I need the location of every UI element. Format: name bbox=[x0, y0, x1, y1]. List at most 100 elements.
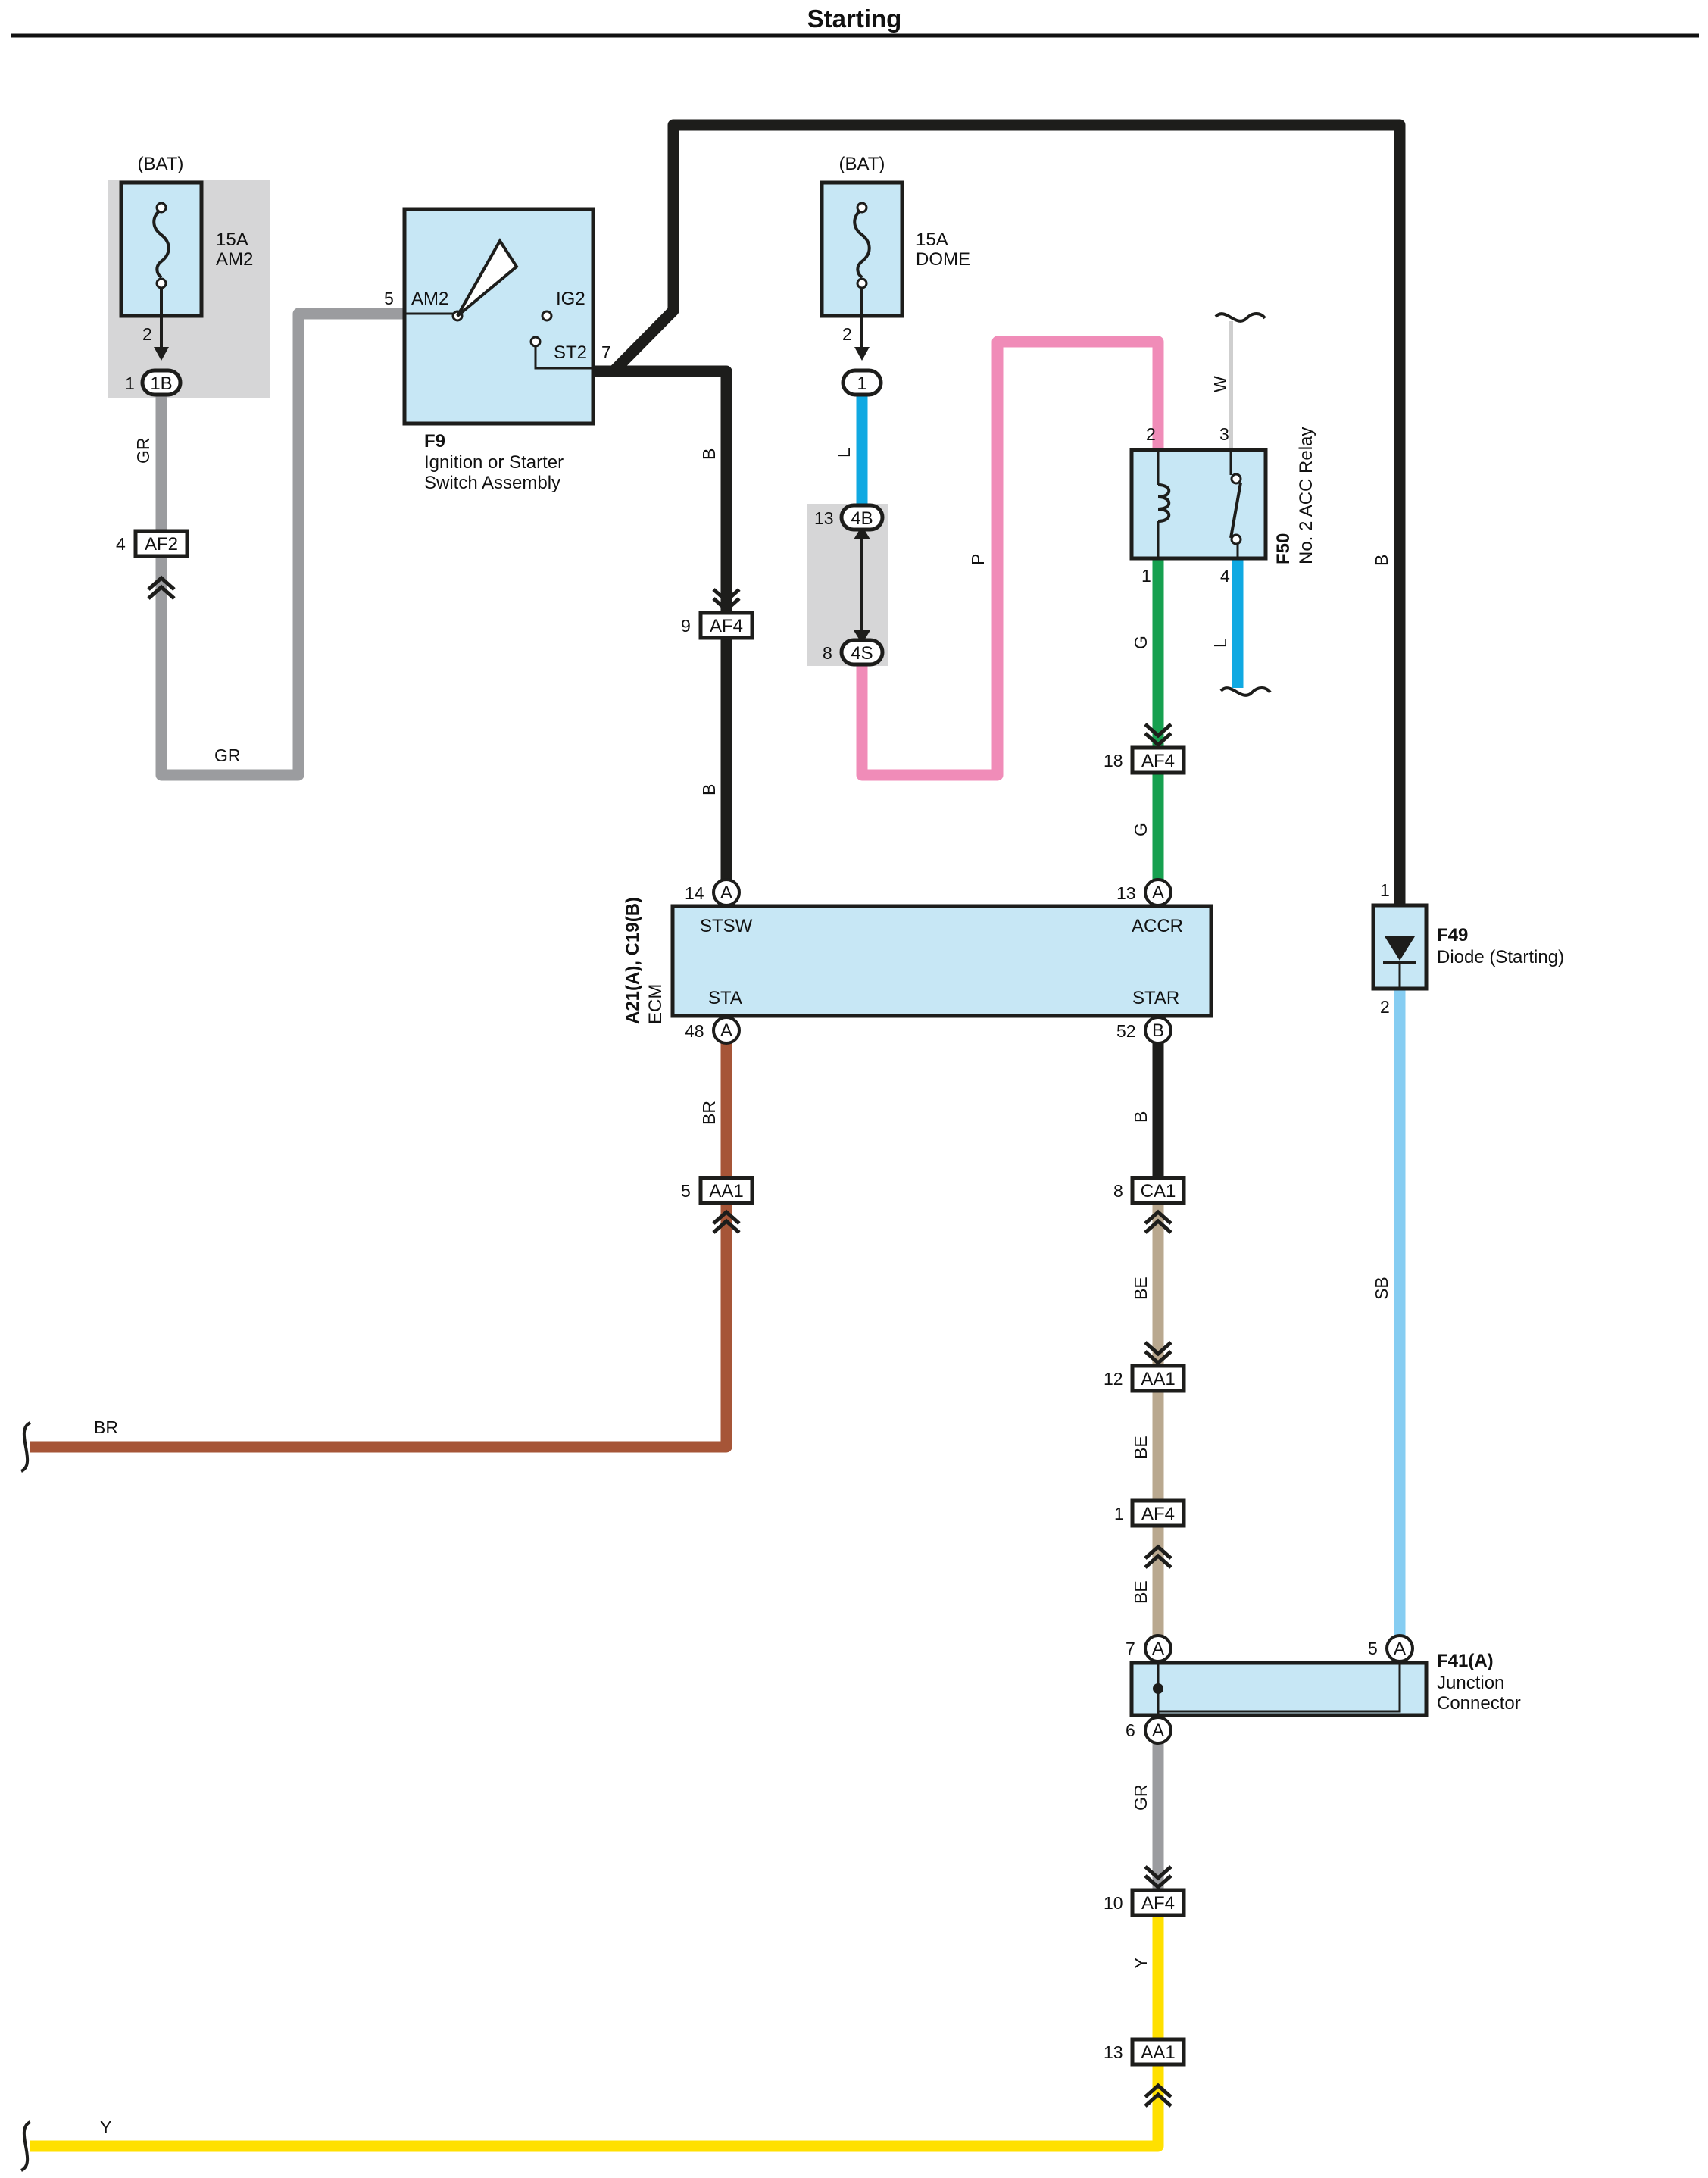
connector-4b: 4B 13 bbox=[814, 503, 885, 644]
wire-label: B bbox=[699, 448, 719, 460]
ecm-term-star: STAR bbox=[1132, 988, 1179, 1008]
f41-pin5-circle bbox=[1385, 1634, 1414, 1663]
svg-text:10: 10 bbox=[1104, 1893, 1123, 1913]
fuse-dome-rating: 15A bbox=[916, 230, 948, 250]
fuse-am2-symbol-icon bbox=[152, 208, 170, 279]
ecm-pin52-conn: B bbox=[1152, 1020, 1164, 1041]
ignition-switch-f9: AM2 IG2 ST2 5 7 F9 Ignition or Starter S… bbox=[384, 207, 611, 493]
f50-id: F50 bbox=[1273, 533, 1294, 564]
svg-text:AA1: AA1 bbox=[1141, 1369, 1175, 1389]
f41-pin6-conn: A bbox=[1152, 1720, 1164, 1741]
ecm-pin13-circle bbox=[1144, 878, 1172, 907]
connector-ca1-8: CA1 8 bbox=[1113, 1176, 1186, 1233]
f50-name: No. 2 ACC Relay bbox=[1296, 427, 1316, 564]
f41-name-line1: Junction bbox=[1437, 1673, 1504, 1693]
arrow-up-icon bbox=[854, 526, 870, 539]
connector-af2: AF2 4 bbox=[116, 529, 189, 598]
fuse-am2-source: (BAT) bbox=[138, 154, 184, 174]
connector-aa1-12: AA1 12 bbox=[1104, 1342, 1186, 1393]
f50-pin3: 3 bbox=[1219, 424, 1229, 444]
svg-text:13: 13 bbox=[814, 508, 834, 528]
switch-contact-icon bbox=[456, 238, 519, 317]
wire-label: G bbox=[1131, 636, 1151, 649]
wire-label: B bbox=[1372, 555, 1391, 566]
page-title: Starting bbox=[807, 5, 902, 33]
f9-name-line1: Ignition or Starter bbox=[424, 452, 564, 473]
ecm-pin13: 13 bbox=[1116, 883, 1136, 903]
f41-name-line2: Connector bbox=[1437, 1693, 1521, 1714]
f9-id: F9 bbox=[424, 431, 445, 452]
svg-text:9: 9 bbox=[681, 616, 691, 636]
ecm-id: A21(A), C19(B) bbox=[623, 897, 643, 1024]
svg-text:AF2: AF2 bbox=[145, 534, 178, 555]
svg-text:AF4: AF4 bbox=[1141, 1504, 1175, 1524]
connector-4s: 4S 8 bbox=[823, 638, 885, 667]
f49-pin1: 1 bbox=[1380, 880, 1390, 900]
wire-label: GR bbox=[133, 438, 153, 464]
svg-text:5: 5 bbox=[681, 1181, 691, 1201]
connector-af4-1: AF4 1 bbox=[1114, 1498, 1186, 1567]
ecm-term-stsw: STSW bbox=[700, 916, 753, 936]
arrow-down-icon bbox=[854, 347, 870, 361]
ecm-term-accr: ACCR bbox=[1132, 916, 1183, 936]
arrow-down-icon bbox=[154, 347, 169, 361]
connector-1b: 1B 1 bbox=[125, 368, 183, 397]
fuse-dome-symbol-icon bbox=[853, 208, 871, 279]
relay-switch-icon bbox=[1229, 482, 1242, 539]
wire-b-st2-stsw bbox=[592, 365, 732, 891]
svg-text:AF4: AF4 bbox=[1141, 751, 1175, 771]
f41-id: F41(A) bbox=[1437, 1651, 1494, 1671]
connector-dome-1: 1 bbox=[841, 368, 883, 397]
f41-pin6-circle bbox=[1144, 1716, 1172, 1745]
ecm-term-sta: STA bbox=[708, 988, 742, 1008]
break-symbol-w bbox=[1214, 312, 1266, 323]
f41-pin6: 6 bbox=[1126, 1720, 1135, 1740]
f9-pin-am2: AM2 bbox=[411, 289, 448, 309]
ecm-pin14-circle bbox=[712, 878, 741, 907]
connector-af4-10: AF4 10 bbox=[1104, 1867, 1186, 1917]
svg-text:12: 12 bbox=[1104, 1369, 1123, 1389]
svg-text:1: 1 bbox=[125, 373, 135, 393]
wire-label: BE bbox=[1131, 1436, 1151, 1459]
svg-text:4: 4 bbox=[116, 534, 126, 554]
wire-y bbox=[30, 1890, 1164, 2152]
fuse-am2-pin: 2 bbox=[142, 324, 152, 344]
f41-pin7-conn: A bbox=[1152, 1639, 1164, 1659]
splice-dot-icon bbox=[1153, 1683, 1163, 1694]
connector-aa1-13: AA1 13 bbox=[1104, 2037, 1186, 2106]
ecm-pin52: 52 bbox=[1116, 1021, 1136, 1041]
connector-af4-18: AF4 18 bbox=[1104, 724, 1186, 775]
fuse-dome-name: DOME bbox=[916, 249, 970, 270]
f49-pin2: 2 bbox=[1380, 997, 1390, 1017]
f41-pin7: 7 bbox=[1126, 1639, 1135, 1658]
fuse-am2-name: AM2 bbox=[216, 249, 253, 270]
ecm-box bbox=[670, 904, 1213, 1018]
wire-p-relay bbox=[856, 336, 1164, 781]
wire-label: W bbox=[1210, 376, 1230, 392]
fuse-dome-pin: 2 bbox=[842, 324, 852, 344]
ecm-unit: STSW ACCR STA STAR A21(A), C19(B) ECM A … bbox=[623, 878, 1213, 1045]
wire-label: BR bbox=[94, 1417, 118, 1437]
junction-connector-f41: A 7 A 5 A 6 F41(A) Junction Connector bbox=[1126, 1634, 1521, 1745]
wire-label: GR bbox=[214, 745, 241, 765]
svg-text:13: 13 bbox=[1104, 2042, 1123, 2062]
connector-aa1-5: AA1 5 bbox=[681, 1176, 754, 1233]
wire-label: GR bbox=[1131, 1785, 1151, 1811]
svg-text:CA1: CA1 bbox=[1141, 1181, 1176, 1201]
diode-symbol-icon bbox=[1385, 936, 1415, 961]
relay-coil-icon bbox=[1157, 483, 1171, 523]
fuse-am2: (BAT) 15A AM2 2 bbox=[119, 154, 253, 361]
f9-name-line2: Switch Assembly bbox=[424, 473, 560, 493]
wire-gr-am2 bbox=[155, 308, 404, 781]
fuse-am2-rating: 15A bbox=[216, 230, 248, 250]
f50-pin1: 1 bbox=[1141, 566, 1151, 586]
svg-text:AA1: AA1 bbox=[1141, 2042, 1175, 2063]
ecm-pin48: 48 bbox=[685, 1021, 704, 1041]
svg-text:18: 18 bbox=[1104, 751, 1123, 770]
f49-id: F49 bbox=[1437, 925, 1468, 945]
svg-text:1: 1 bbox=[857, 373, 866, 394]
wire-label: L bbox=[834, 448, 854, 458]
svg-text:8: 8 bbox=[1113, 1181, 1123, 1201]
svg-text:4S: 4S bbox=[851, 643, 873, 664]
